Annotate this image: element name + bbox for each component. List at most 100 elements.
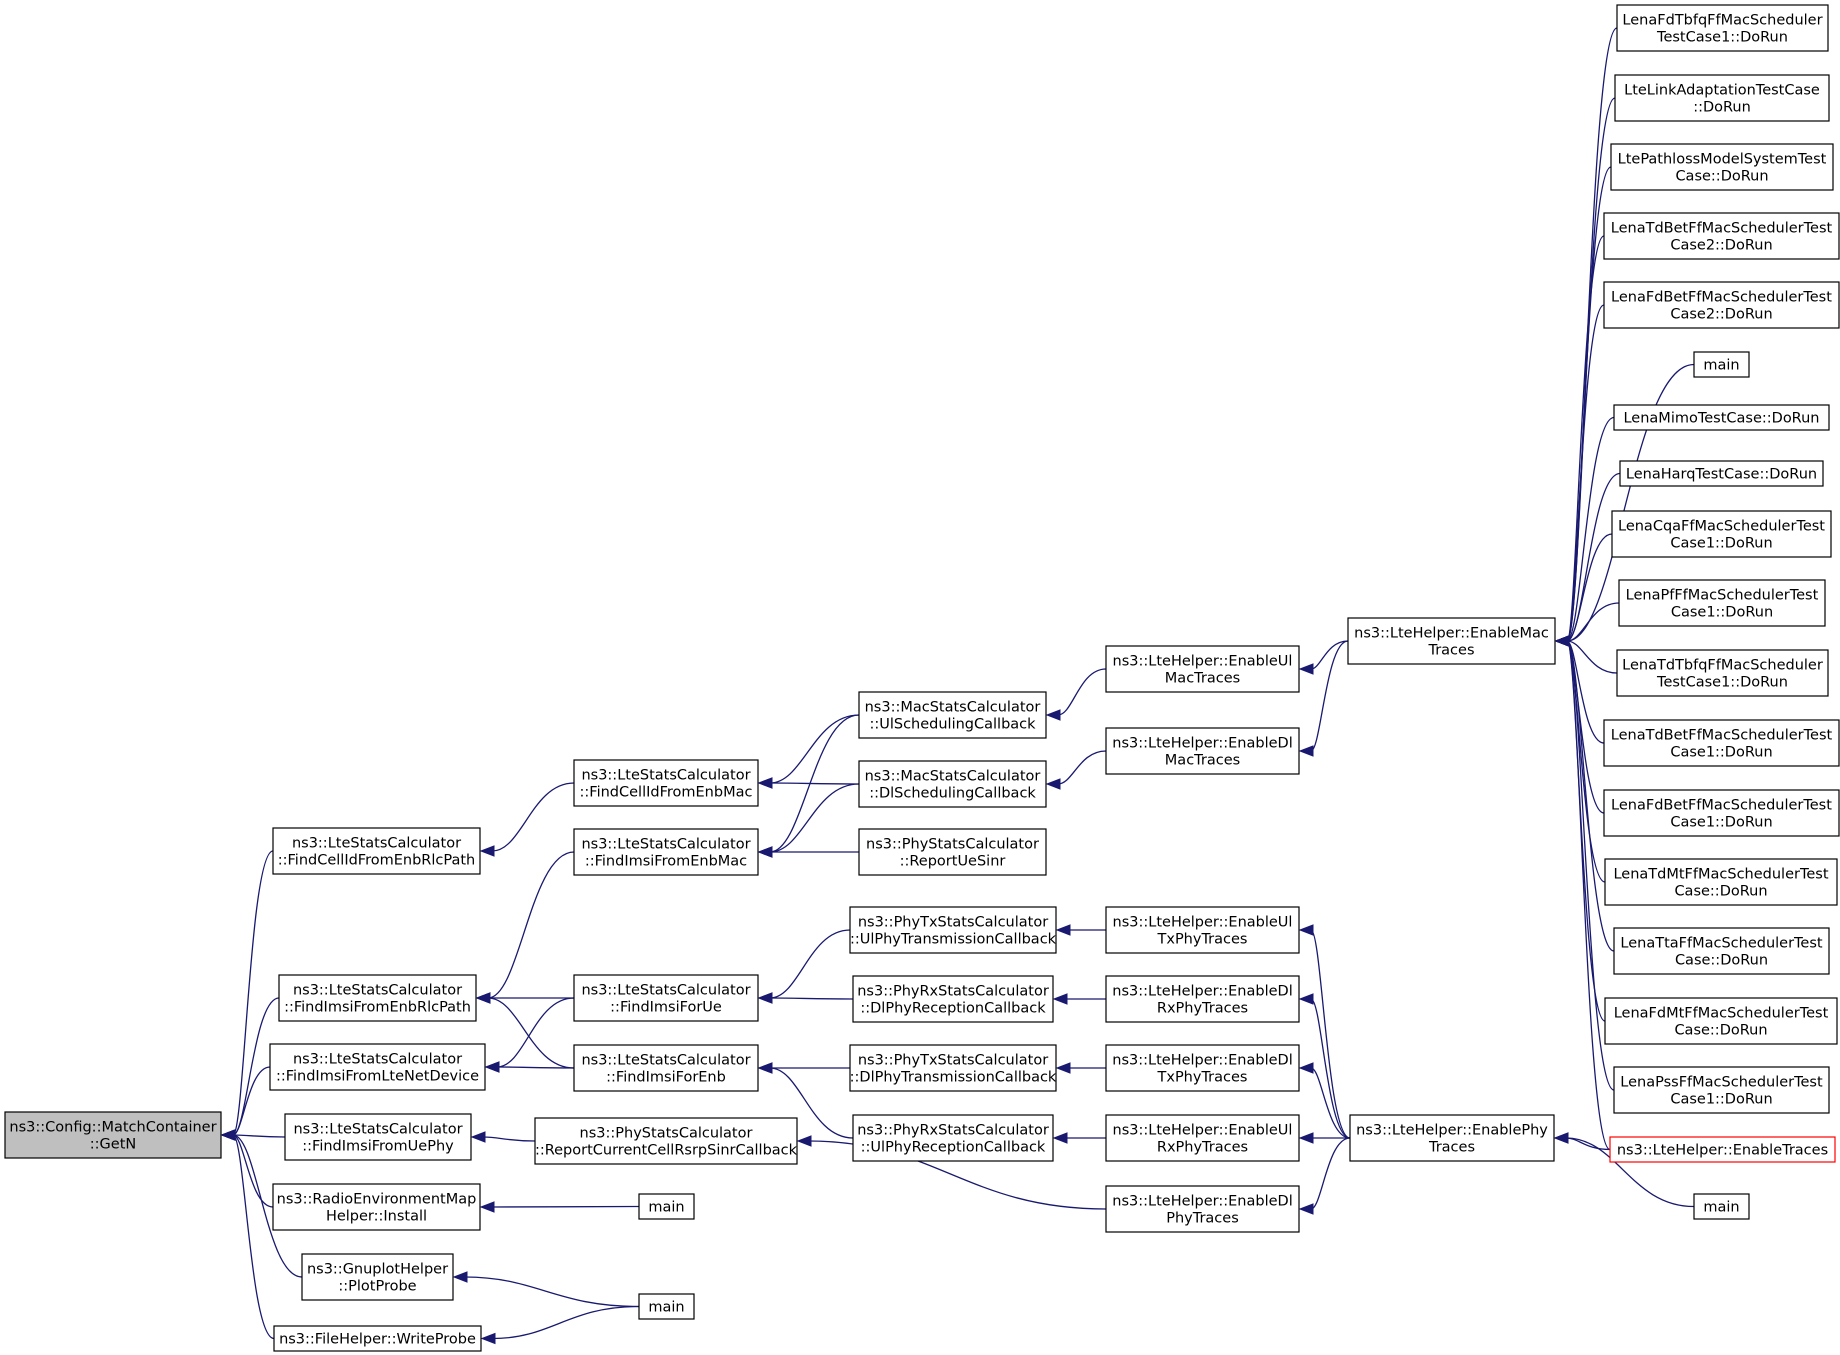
call-edge (1566, 304, 1605, 642)
node-box (1347, 617, 1556, 665)
node-box (1105, 1044, 1300, 1092)
node-box (269, 1043, 486, 1091)
graph-node-main_phy[interactable]: main (1693, 1193, 1750, 1220)
graph-node-findimsirlc[interactable]: ns3::LteStatsCalculator::FindImsiFromEnb… (278, 974, 477, 1022)
node-label: RxPhyTraces (1157, 1140, 1248, 1156)
node-label: Traces (1428, 1140, 1475, 1156)
graph-node-main_plot[interactable]: main (638, 1293, 695, 1320)
node-label: ns3::LteHelper::EnableTraces (1617, 1143, 1828, 1159)
node-label: ::FindImsiFromEnbRlcPath (284, 1000, 471, 1016)
node-box (1105, 727, 1300, 775)
node-label: LenaTdBetFfMacSchedulerTest (1611, 221, 1833, 237)
graph-node-ulsched[interactable]: ns3::MacStatsCalculator::UlSchedulingCal… (858, 691, 1047, 739)
graph-node-reportrsrp[interactable]: ns3::PhyStatsCalculator::ReportCurrentCe… (534, 1117, 798, 1165)
graph-node-findimsienbmac[interactable]: ns3::LteStatsCalculator::FindImsiFromEnb… (573, 828, 759, 876)
call-edge (1566, 416, 1615, 642)
graph-node-dlsched[interactable]: ns3::MacStatsCalculator::DlSchedulingCal… (858, 760, 1047, 808)
node-label: Case1::DoRun (1670, 815, 1772, 831)
graph-node-findimsiuephy[interactable]: ns3::LteStatsCalculator::FindImsiFromUeP… (284, 1113, 472, 1161)
node-label: ::FindCellIdFromEnbRlcPath (278, 853, 475, 869)
node-label: ns3::LteStatsCalculator (581, 1053, 750, 1069)
graph-node-ulphyrx[interactable]: ns3::PhyRxStatsCalculator::UlPhyReceptio… (852, 1114, 1054, 1162)
graph-node-c_harq[interactable]: LenaHarqTestCase::DoRun (1619, 460, 1824, 487)
node-label: LenaFdMtFfMacSchedulerTest (1614, 1006, 1829, 1022)
node-label: Case::DoRun (1675, 169, 1768, 185)
node-box (1611, 510, 1832, 558)
call-edge (1310, 640, 1349, 670)
graph-node-ulphytx[interactable]: ns3::PhyTxStatsCalculator::UlPhyTransmis… (849, 906, 1057, 954)
graph-node-gnuplot[interactable]: ns3::GnuplotHelper::PlotProbe (301, 1253, 454, 1301)
graph-node-reportuesinr[interactable]: ns3::PhyStatsCalculator::ReportUeSinr (858, 828, 1047, 876)
node-label: LenaCqaFfMacSchedulerTest (1618, 519, 1825, 535)
node-label: Case::DoRun (1674, 1023, 1767, 1039)
node-box (1603, 789, 1840, 837)
graph-node-findimsiue[interactable]: ns3::LteStatsCalculator::FindImsiForUe (573, 974, 759, 1022)
node-box (1693, 351, 1750, 378)
graph-node-filehelper[interactable]: ns3::FileHelper::WriteProbe (273, 1325, 482, 1352)
graph-node-dlphyrx[interactable]: ns3::PhyRxStatsCalculator::DlPhyReceptio… (852, 975, 1054, 1023)
graph-node-findcellmac[interactable]: ns3::LteStatsCalculator::FindCellIdFromE… (573, 759, 759, 807)
edge-arrowhead (479, 845, 495, 857)
graph-node-c_mimo[interactable]: LenaMimoTestCase::DoRun (1613, 404, 1830, 431)
call-edge (232, 850, 274, 1136)
node-box (1618, 579, 1826, 627)
graph-node-dlphytx[interactable]: ns3::PhyTxStatsCalculator::DlPhyTransmis… (849, 1044, 1057, 1092)
node-box (852, 1114, 1054, 1162)
node-box (849, 1044, 1057, 1092)
node-label: LenaFdBetFfMacSchedulerTest (1611, 798, 1832, 814)
edge-arrowhead (1052, 993, 1068, 1005)
edge-arrowhead (1055, 924, 1071, 936)
graph-node-findimsinet[interactable]: ns3::LteStatsCalculator::FindImsiFromLte… (269, 1043, 486, 1091)
graph-node-c_main[interactable]: main (1693, 351, 1750, 378)
node-label: ::FindImsiFromEnbMac (585, 854, 747, 870)
graph-node-main_rem[interactable]: main (638, 1193, 695, 1220)
node-box (573, 974, 759, 1022)
graph-node-findcellrlc[interactable]: ns3::LteStatsCalculator::FindCellIdFromE… (272, 827, 481, 875)
node-label: RxPhyTraces (1157, 1001, 1248, 1017)
node-box (573, 759, 759, 807)
call-edge (1566, 640, 1615, 952)
node-box (638, 1193, 695, 1220)
edge-arrowhead (475, 992, 491, 1004)
node-label: ::FindCellIdFromEnbMac (580, 785, 753, 801)
edge-arrowhead (1298, 1132, 1314, 1144)
call-edge (1565, 1137, 1611, 1151)
call-edge (1057, 750, 1107, 785)
graph-node-findimsienb[interactable]: ns3::LteStatsCalculator::FindImsiForEnb (573, 1044, 759, 1092)
graph-node-enabletraces[interactable]: ns3::LteHelper::EnableTraces (1609, 1136, 1836, 1163)
node-label: TxPhyTraces (1157, 932, 1248, 948)
edge-arrowhead (479, 1201, 495, 1213)
graph-node-c_linkadapt[interactable]: LteLinkAdaptationTestCase::DoRun (1614, 74, 1830, 122)
node-box (1613, 404, 1830, 431)
edge-arrowhead (1554, 635, 1570, 647)
call-edge (1310, 1137, 1351, 1210)
node-label: ns3::LteStatsCalculator (292, 836, 461, 852)
call-edge (769, 1067, 854, 1139)
graph-node-getn[interactable]: ns3::Config::MatchContainer::GetN (4, 1111, 222, 1159)
call-edge (1566, 533, 1613, 642)
call-edge (1310, 998, 1351, 1139)
